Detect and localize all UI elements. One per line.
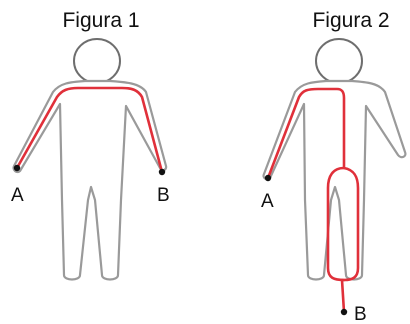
figure-2-point-b-dot (341, 309, 347, 315)
figure-2-label-b: B (354, 304, 367, 324)
figure-1-label-b: B (157, 185, 170, 206)
figure-2-label-a: A (261, 191, 274, 212)
figure-1-point-b-dot (159, 169, 165, 175)
figure-1-body-outline (14, 81, 167, 280)
figure-2: Figura 2 A B (261, 9, 405, 324)
figure-1: Figura 1 A B (11, 9, 170, 280)
figure-1-label-a: A (11, 185, 24, 206)
figure-2-body-outline (264, 81, 406, 280)
figure-2-point-a-dot (265, 175, 271, 181)
figure-1-point-a-dot (14, 165, 20, 171)
figure-1-title: Figura 1 (62, 9, 139, 32)
figure-2-head (316, 39, 362, 83)
figure-1-head (74, 39, 120, 83)
figure-2-title: Figura 2 (312, 9, 389, 32)
